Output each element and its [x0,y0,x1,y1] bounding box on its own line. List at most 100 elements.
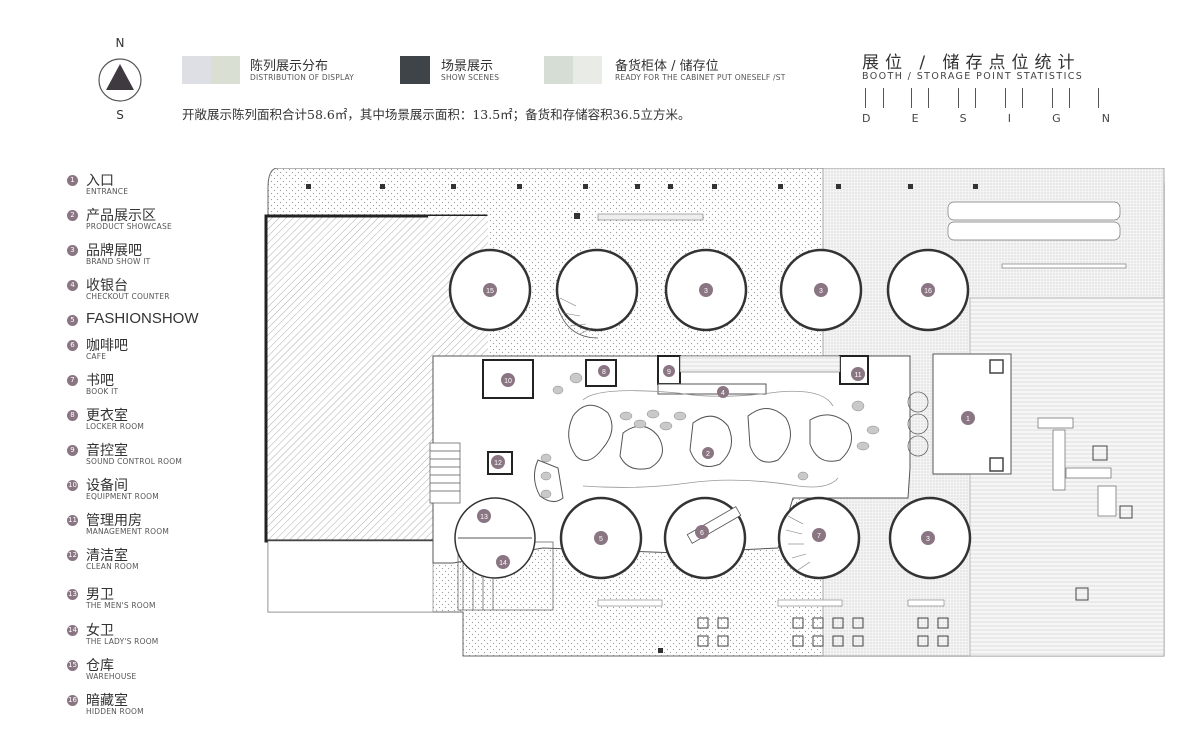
title-tick [1069,88,1070,108]
legend-display-cn: 陈列展示分布 [250,59,329,74]
room-number-marker: 16 [67,695,78,706]
design-letter: G [1052,112,1061,125]
room-number-marker: 6 [67,340,78,351]
plan-marker-10: 10 [501,373,515,387]
legend-swatch-display-b [211,56,240,84]
room-name-en: PRODUCT SHOWCASE [86,222,172,231]
room-number-marker: 7 [67,375,78,386]
room-number-marker: 13 [67,589,78,600]
room-name-en: THE MEN'S ROOM [86,601,156,610]
room-name-en: THE LADY'S ROOM [86,637,159,646]
room-name-cn: 音控室 [86,443,128,459]
design-letter: D [862,112,871,125]
room-name-cn: 入口 [86,173,114,189]
room-name-en: EQUIPMENT ROOM [86,492,159,501]
legend-swatch-storage-a [544,56,573,84]
room-name-en: LOCKER ROOM [86,422,144,431]
plan-marker-text: 14 [499,560,507,567]
room-name-en: SOUND CONTROL ROOM [86,457,183,466]
room-name-en: WAREHOUSE [86,672,137,681]
title-cn: 展位 / 储存点位统计 [862,53,1081,73]
room-number-marker: 5 [67,315,78,326]
plan-marker-text: 9 [667,369,671,376]
title-tick [911,88,912,108]
compass-rose-icon [98,58,142,102]
legend-swatch-storage-b [573,56,602,84]
room-name-cn: 收银台 [86,278,128,294]
plan-marker-3: 3 [921,531,935,545]
room-name-cn: 仓库 [86,658,114,674]
book-stair [785,515,811,571]
title-tick [1098,88,1099,108]
plan-marker-text: 2 [706,451,710,458]
west-corridor [267,540,434,613]
room-number-marker: 12 [67,550,78,561]
plan-marker-13: 13 [477,509,491,523]
room-name-cn: 暗藏室 [86,693,128,709]
plan-marker-text: 3 [819,288,823,295]
plan-marker-15: 15 [483,283,497,297]
design-letter: N [1101,112,1110,125]
plan-marker-14: 14 [496,555,510,569]
room-name-en: MANAGEMENT ROOM [86,527,170,536]
showcase-tables [540,372,880,499]
main-floor [432,355,911,564]
legend-scenes-cn: 场景展示 [441,59,494,74]
seating-rows [947,201,1127,269]
design-letter: E [911,112,919,125]
room-number-marker: 8 [67,410,78,421]
plan-marker-16: 16 [921,283,935,297]
plan-marker-2: 2 [702,447,714,459]
plan-marker-text: 12 [494,460,502,467]
room-name-en: CLEAN ROOM [86,562,139,571]
room-number-marker: 11 [67,515,78,526]
plan-marker-4: 4 [717,386,729,398]
room-number-marker: 9 [67,445,78,456]
room-name-en: BOOK IT [86,387,119,396]
design-letter: S [959,112,967,125]
title-tick [865,88,866,108]
legend-swatch-scenes [400,56,430,84]
plan-marker-text: 1 [966,416,970,423]
plan-marker-8: 8 [598,365,610,377]
plan-marker-text: 4 [721,390,725,397]
room-name-cn: 品牌展吧 [86,243,142,259]
title-tick [883,88,884,108]
room-name-cn: FASHIONSHOW [86,310,199,327]
entrance-doors [907,391,929,457]
title-tick [1052,88,1053,108]
design-letter: I [1007,112,1011,125]
floor-plan: 15 3 3 16 1 2 4 5 6 7 3 8 9 10 11 12 13 … [264,168,1165,657]
room-name-en: BRAND SHOW IT [86,257,151,266]
room-number-marker: 3 [67,245,78,256]
garden-structure [1037,417,1117,517]
legend-storage-en: READY FOR THE CABINET PUT ONESELF /ST [615,73,785,82]
plan-marker-text: 11 [854,372,861,379]
columns [306,184,978,653]
plan-marker-9: 9 [663,365,675,377]
legend-swatch-display-a [182,56,211,84]
title-tick [1005,88,1006,108]
room-number-marker: 15 [67,660,78,671]
room-name-en: HIDDEN ROOM [86,707,144,716]
plan-marker-3: 3 [814,283,828,297]
area-summary: 开敞展示陈列面积合计58.6㎡，其中场景展示面积：13.5㎡；备货和存储容积36… [182,107,691,122]
plan-marker-3: 3 [699,283,713,297]
room-name-en: CAFE [86,352,107,361]
room-number-marker: 10 [67,480,78,491]
compass-north-label: N [115,36,125,50]
room-name-cn: 女卫 [86,623,114,639]
south-benches [597,599,945,607]
room-name-cn: 书吧 [86,373,114,389]
plan-marker-text: 3 [704,288,708,295]
plan-marker-6: 6 [695,525,709,539]
plan-marker-5: 5 [594,531,608,545]
title-tick [975,88,976,108]
title-tick [958,88,959,108]
plan-marker-7: 7 [812,528,826,542]
title-en: BOOTH / STORAGE POINT STATISTICS [862,71,1084,82]
room-name-cn: 更衣室 [86,408,128,424]
plan-marker-text: 7 [817,533,821,540]
plan-marker-text: 6 [700,530,704,537]
room-name-cn: 咖啡吧 [86,338,128,354]
